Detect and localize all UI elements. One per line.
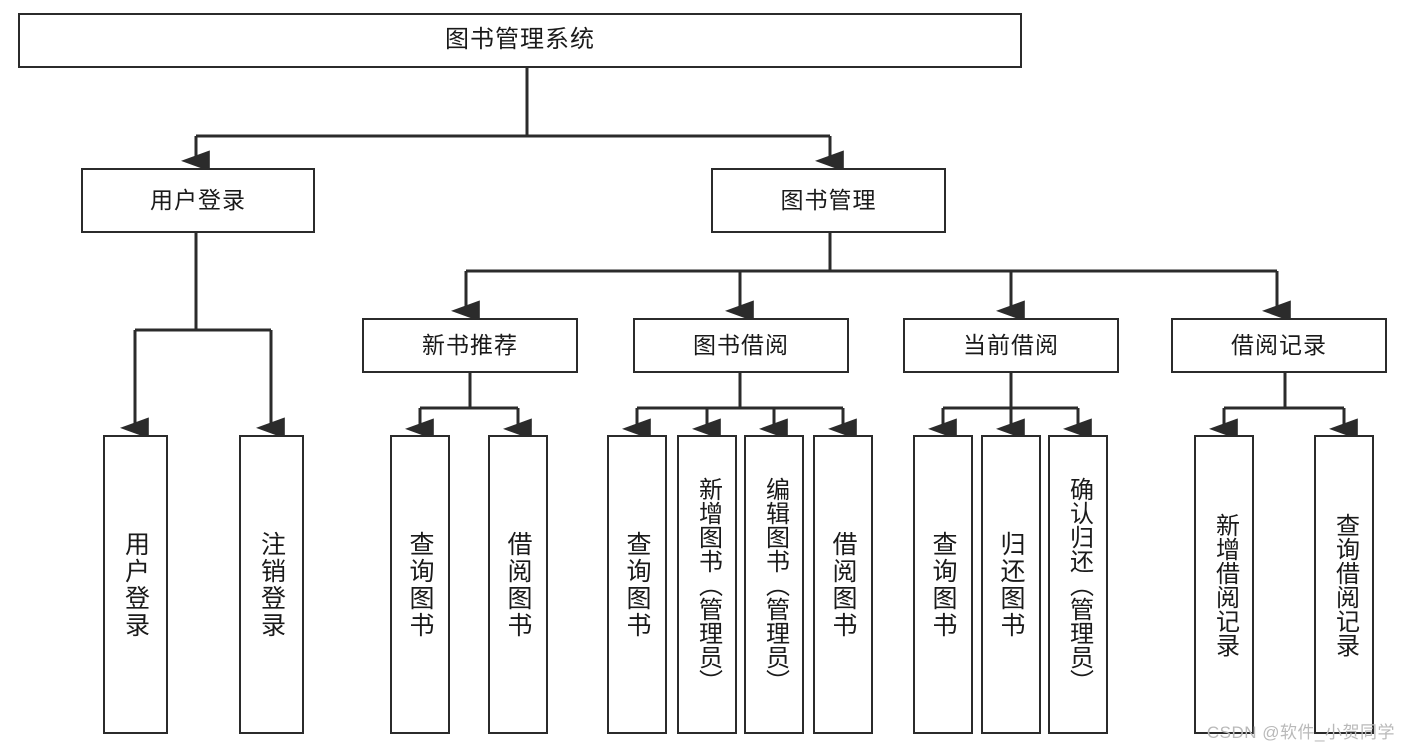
- leaf-user-logout[interactable]: 注销登录: [239, 435, 304, 734]
- node-book-borrow[interactable]: 图书借阅: [633, 318, 849, 373]
- leaf-confirm-return-admin[interactable]: 确认归还（管理员）: [1048, 435, 1108, 734]
- leaf-query-book-current[interactable]: 查询图书: [913, 435, 973, 734]
- leaf-edit-book-admin[interactable]: 编辑图书（管理员）: [744, 435, 804, 734]
- watermark-text: CSDN @软件_小贺同学: [1206, 723, 1395, 742]
- node-borrow-record[interactable]: 借阅记录: [1171, 318, 1387, 373]
- leaf-return-book[interactable]: 归还图书: [981, 435, 1041, 734]
- leaf-query-borrow-record[interactable]: 查询借阅记录: [1314, 435, 1374, 734]
- leaf-borrow-book[interactable]: 借阅图书: [813, 435, 873, 734]
- leaf-add-book-admin[interactable]: 新增图书（管理员）: [677, 435, 737, 734]
- node-current-borrow[interactable]: 当前借阅: [903, 318, 1119, 373]
- leaf-query-book-recommend[interactable]: 查询图书: [390, 435, 450, 734]
- node-root-system[interactable]: 图书管理系统: [18, 13, 1022, 68]
- leaf-user-login[interactable]: 用户登录: [103, 435, 168, 734]
- leaf-add-borrow-record[interactable]: 新增借阅记录: [1194, 435, 1254, 734]
- node-book-management[interactable]: 图书管理: [711, 168, 946, 233]
- leaf-query-book-borrow[interactable]: 查询图书: [607, 435, 667, 734]
- node-new-book-recommend[interactable]: 新书推荐: [362, 318, 578, 373]
- node-user-login[interactable]: 用户登录: [81, 168, 315, 233]
- leaf-borrow-book-recommend[interactable]: 借阅图书: [488, 435, 548, 734]
